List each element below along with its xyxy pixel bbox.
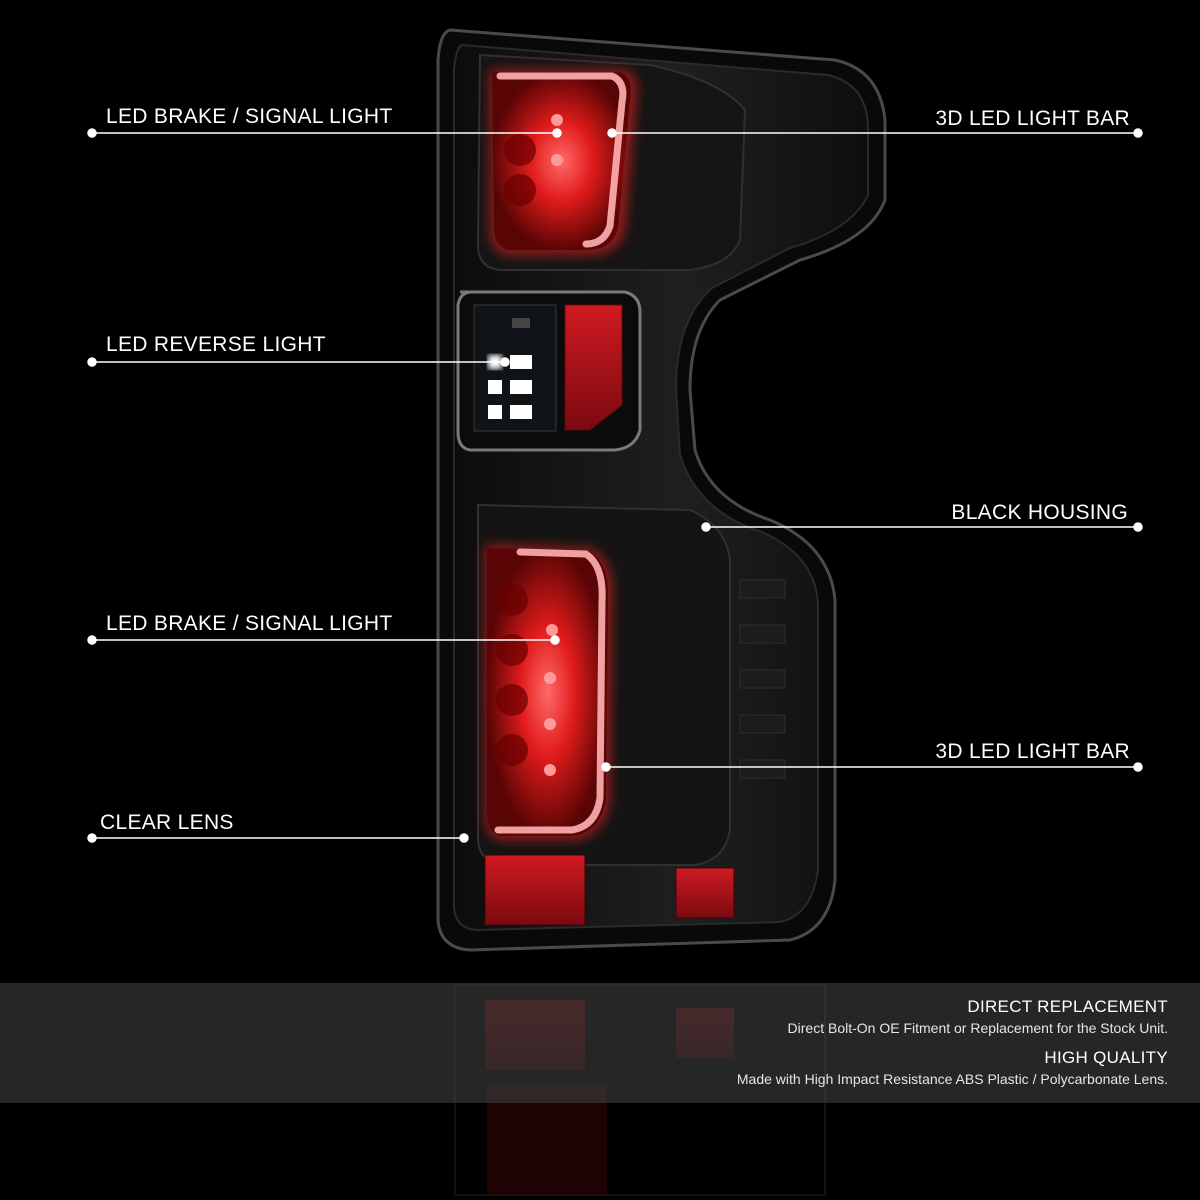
- housing-fins: [739, 579, 786, 779]
- top-3d-light-bar: [496, 72, 627, 248]
- feature-info-band: DIRECT REPLACEMENT Direct Bolt-On OE Fit…: [0, 983, 1200, 1103]
- reverse-led-diodes: [488, 318, 532, 419]
- callout-led-brake-signal-top: LED BRAKE / SIGNAL LIGHT: [106, 105, 393, 128]
- feature-direct-replacement: DIRECT REPLACEMENT Direct Bolt-On OE Fit…: [788, 997, 1168, 1036]
- bottom-led-diodes: [496, 584, 558, 776]
- feature-high-quality: HIGH QUALITY Made with High Impact Resis…: [737, 1048, 1168, 1087]
- bottom-3d-light-bar: [494, 548, 606, 834]
- reverse-reflector: [564, 304, 623, 431]
- feature-title: DIRECT REPLACEMENT: [967, 997, 1168, 1016]
- top-led-diodes: [504, 114, 563, 206]
- feature-title: HIGH QUALITY: [1044, 1048, 1168, 1067]
- callout-led-brake-signal-bottom: LED BRAKE / SIGNAL LIGHT: [106, 612, 393, 635]
- lower-left-reflector: [484, 854, 586, 926]
- callout-black-housing: BLACK HOUSING: [951, 501, 1128, 524]
- callout-3d-led-light-bar-bottom: 3D LED LIGHT BAR: [935, 740, 1130, 763]
- callout-clear-lens: CLEAR LENS: [100, 811, 234, 834]
- feature-description: Made with High Impact Resistance ABS Pla…: [736, 1071, 1168, 1087]
- feature-description: Direct Bolt-On OE Fitment or Replacement…: [787, 1020, 1168, 1036]
- lower-right-reflector: [675, 867, 735, 919]
- callout-lines: [87, 128, 1143, 843]
- callout-led-reverse-light: LED REVERSE LIGHT: [106, 333, 326, 356]
- callout-3d-led-light-bar-top: 3D LED LIGHT BAR: [935, 107, 1130, 130]
